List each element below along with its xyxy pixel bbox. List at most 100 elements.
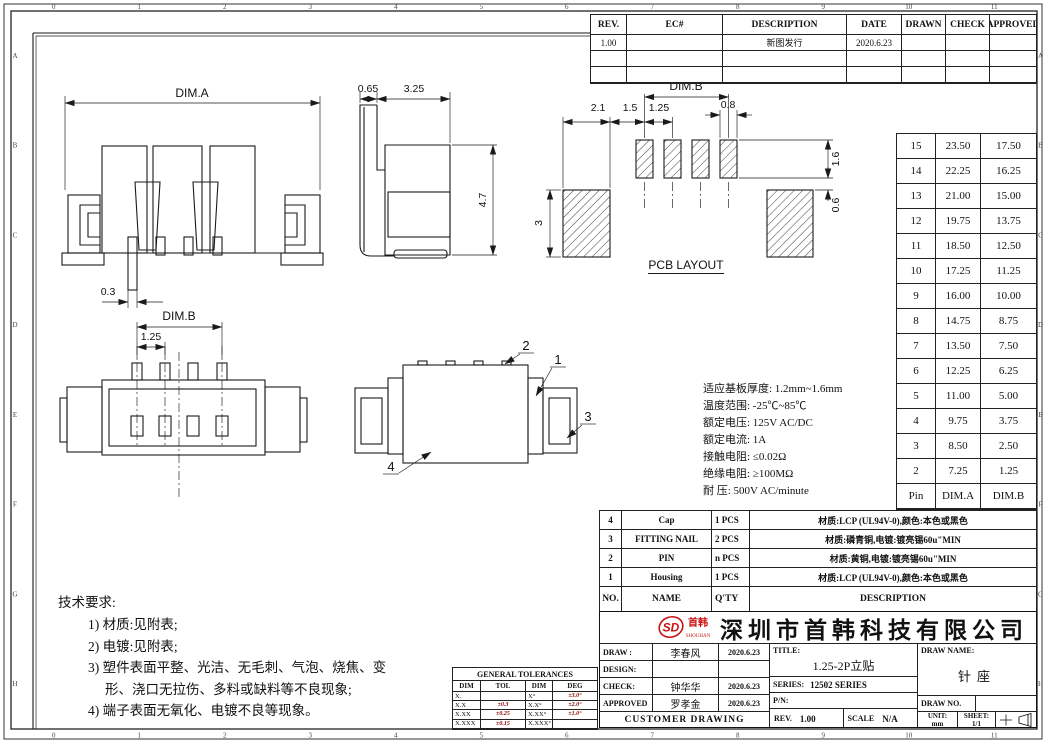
technical-requirements-title: 技术要求: [58,595,116,610]
table-row: 8 14.75 8.75 [897,309,1036,334]
table-cell: X.XXX [453,719,481,729]
revision-table: REV. EC# DESCRIPTION DATE DRAWN CHECK AP… [590,14,1037,84]
table-cell [847,51,902,67]
table-row [591,67,1036,83]
zone-label-9: 9 [822,3,826,11]
table-row: X.X ±0.3 X.X° ±2.0° [453,701,597,711]
title-block: SD 首韩 SHOUHAN 深圳市首韩科技有限公司 DRAW : 李春风 202… [599,611,1037,728]
table-cell: 新图发行 [723,35,847,51]
table-row: 5 11.00 5.00 [897,384,1036,409]
table-cell: 12 [897,209,936,234]
company-name: 深圳市首韩科技有限公司 [720,617,1028,643]
pcb-layout-title: PCB LAYOUT [648,258,724,272]
approved-date: 2020.6.23 [728,698,760,708]
zone-label-6: 6 [565,3,569,11]
approved-label: APPROVED [600,695,653,711]
zone-label-7: 7 [651,3,655,11]
table-cell: 材质:磷青铜,电镀:镀亮锡60u"MIN [750,530,1036,549]
zone-label-3: 3 [309,732,313,740]
table-cell: 6.25 [981,359,1036,384]
design-date [719,661,769,677]
revision-col-header: APPROVED [990,15,1036,35]
table-cell: 18.50 [936,234,981,259]
zone-label-C: C [1038,231,1043,239]
check-person: 钟华华 [653,678,719,694]
dim-label-dim-a: DIM.A [175,86,208,100]
zone-label-6: 6 [565,732,569,740]
zone-label-3: 3 [309,3,313,11]
zone-label-0: 0 [52,732,56,740]
revision-col-header: REV. [591,15,627,35]
dim-label-1-25-pcb: 1.25 [649,102,670,114]
parts-header-row: NO. NAME Q'TY DESCRIPTION [600,587,1036,612]
pin-table-footer-row: Pin DIM.A DIM.B [897,484,1036,509]
design-label: DESIGN: [600,661,653,677]
spec-line: 额定电压: 125V AC/DC [703,417,813,429]
table-cell [946,67,990,83]
table-cell: ±3.0° [553,692,597,702]
table-cell: X.XXX° [526,719,553,729]
table-cell [990,35,1036,51]
pcb-pad-4 [719,139,738,179]
draw-no-value [976,696,1036,711]
zone-label-1: 1 [138,732,142,740]
table-cell: 1 PCS [712,511,750,530]
table-row: 10 17.25 11.25 [897,259,1036,284]
title-value: 1.25-2P立贴 [812,659,875,673]
zone-label-7: 7 [651,732,655,740]
logo-monogram: SD [663,621,680,635]
table-cell [902,35,946,51]
table-cell: n PCS [712,549,750,568]
table-row: 3 FITTING NAIL 2 PCS 材质:磷青铜,电镀:镀亮锡60u"MI… [600,530,1036,549]
zone-label-G: G [1038,590,1043,598]
table-cell: PIN [622,549,712,568]
revision-col-header: CHECK [946,15,990,35]
pn-cell: P/N: [770,693,917,709]
dim-label-3-25: 3.25 [404,83,425,95]
title-label: TITLE: [773,646,801,655]
spec-line: 绝缘电阻: ≥100MΩ [703,468,794,480]
table-row: X.XX ±0.25 X.XX° ±1.0° [453,710,597,720]
table-cell: 14 [897,159,936,184]
table-cell: 11.25 [981,259,1036,284]
table-cell: 14.75 [936,309,981,334]
table-cell [627,35,723,51]
draw-name-label: DRAW NAME: [921,646,975,655]
view-assembly-geometry [354,360,578,464]
table-row: 4 Cap 1 PCS 材质:LCP (UL94V-0),颜色:本色或黑色 [600,511,1036,530]
zone-label-2: 2 [223,3,227,11]
zone-label-C: C [13,231,18,239]
table-cell [553,720,597,729]
zone-label-H: H [12,680,17,688]
zone-label-8: 8 [736,732,740,740]
table-cell: 3 [897,434,936,459]
table-cell: X° [526,692,553,702]
table-cell: Housing [622,568,712,587]
technical-requirement-item: 4) 端子表面无氧化、电镀不良等现象。 [88,703,319,718]
draw-no-label: DRAW NO. [918,696,976,711]
zone-label-B: B [13,142,18,150]
table-cell: 12.25 [936,359,981,384]
zone-label-0: 0 [52,3,56,11]
revision-col-header: DATE [847,15,902,35]
title-cell: TITLE: 1.25-2P立贴 [770,644,917,677]
table-cell [627,51,723,67]
dim-label-2-1: 2.1 [591,102,606,114]
table-cell: 16.00 [936,284,981,309]
pcb-pad-2 [663,139,682,179]
title-block-lower: DRAW : 李春风 2020.6.23 DESIGN: CHECK: 钟华华 … [600,644,1036,727]
table-cell: 3 [600,530,622,549]
logo-cn-text: 首韩 [688,616,708,629]
revision-rows: 1.00 新图发行 2020.6.23 [591,35,1036,83]
table-cell: 10 [897,259,936,284]
zone-label-E: E [13,411,17,419]
table-cell: 19.75 [936,209,981,234]
table-cell: 2 [600,549,622,568]
table-cell: 2 PCS [712,530,750,549]
table-row: 2 PIN n PCS 材质:黄铜,电镀:镀亮锡60u"MIN [600,549,1036,568]
table-cell: DIM.A [936,484,981,509]
parts-rows: 4 Cap 1 PCS 材质:LCP (UL94V-0),颜色:本色或黑色 3 … [600,511,1036,587]
tolerances-col-header: DIM [453,681,481,692]
table-cell: 材质:黄铜,电镀:镀亮锡60u"MIN [750,549,1036,568]
